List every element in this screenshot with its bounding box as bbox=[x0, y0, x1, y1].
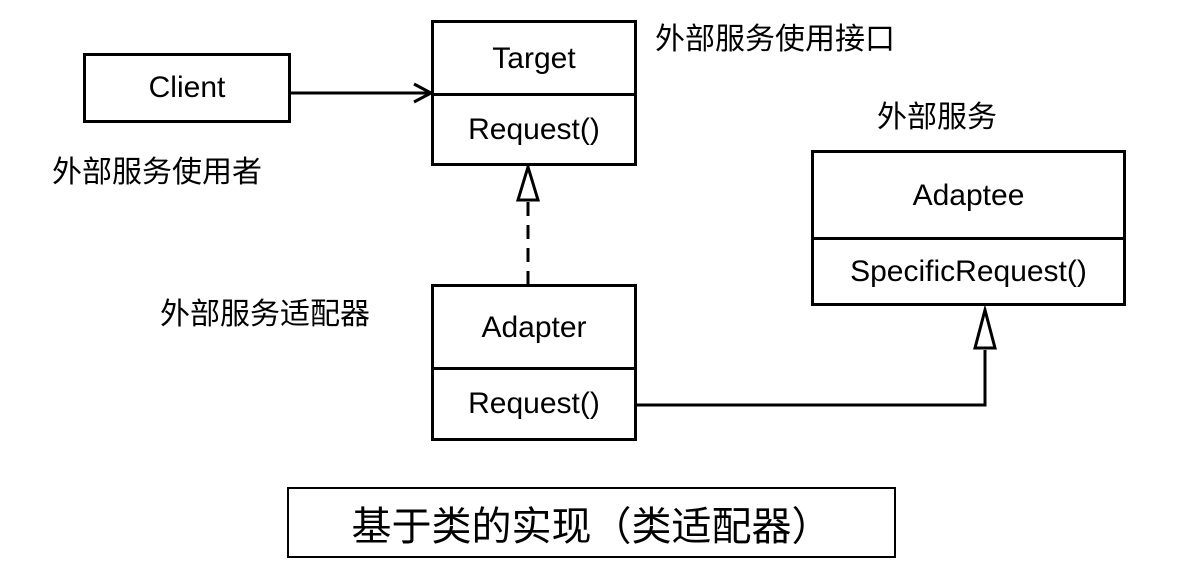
adaptee-method: SpecificRequest() bbox=[850, 254, 1087, 288]
title-box: 基于类的实现（类适配器） bbox=[287, 487, 896, 558]
adapter-inherits-adaptee bbox=[636, 304, 997, 407]
adaptee-class-name: Adaptee bbox=[912, 179, 1025, 212]
client-class-name: Client bbox=[148, 71, 226, 104]
target-caption: 外部服务使用接口 bbox=[655, 23, 895, 56]
client-to-target-association bbox=[290, 82, 435, 104]
target-method: Request() bbox=[468, 112, 600, 146]
divider bbox=[814, 237, 1123, 240]
diagram-title: 基于类的实现（类适配器） bbox=[351, 504, 832, 549]
adapter-caption: 外部服务适配器 bbox=[160, 298, 370, 331]
adaptee-class-box: Adaptee SpecificRequest() bbox=[811, 150, 1126, 306]
client-caption: 外部服务使用者 bbox=[52, 156, 262, 189]
adapter-class-name: Adapter bbox=[481, 311, 587, 344]
target-class-name: Target bbox=[492, 42, 576, 75]
adapter-method: Request() bbox=[468, 387, 600, 420]
target-class-box: Target Request() bbox=[431, 20, 637, 166]
adaptee-caption: 外部服务 bbox=[877, 101, 997, 134]
divider bbox=[434, 367, 634, 370]
adapter-class-box: Adapter Request() bbox=[431, 284, 637, 441]
adapter-implements-target bbox=[515, 161, 541, 285]
divider bbox=[434, 93, 634, 96]
client-class-box: Client bbox=[83, 53, 291, 123]
